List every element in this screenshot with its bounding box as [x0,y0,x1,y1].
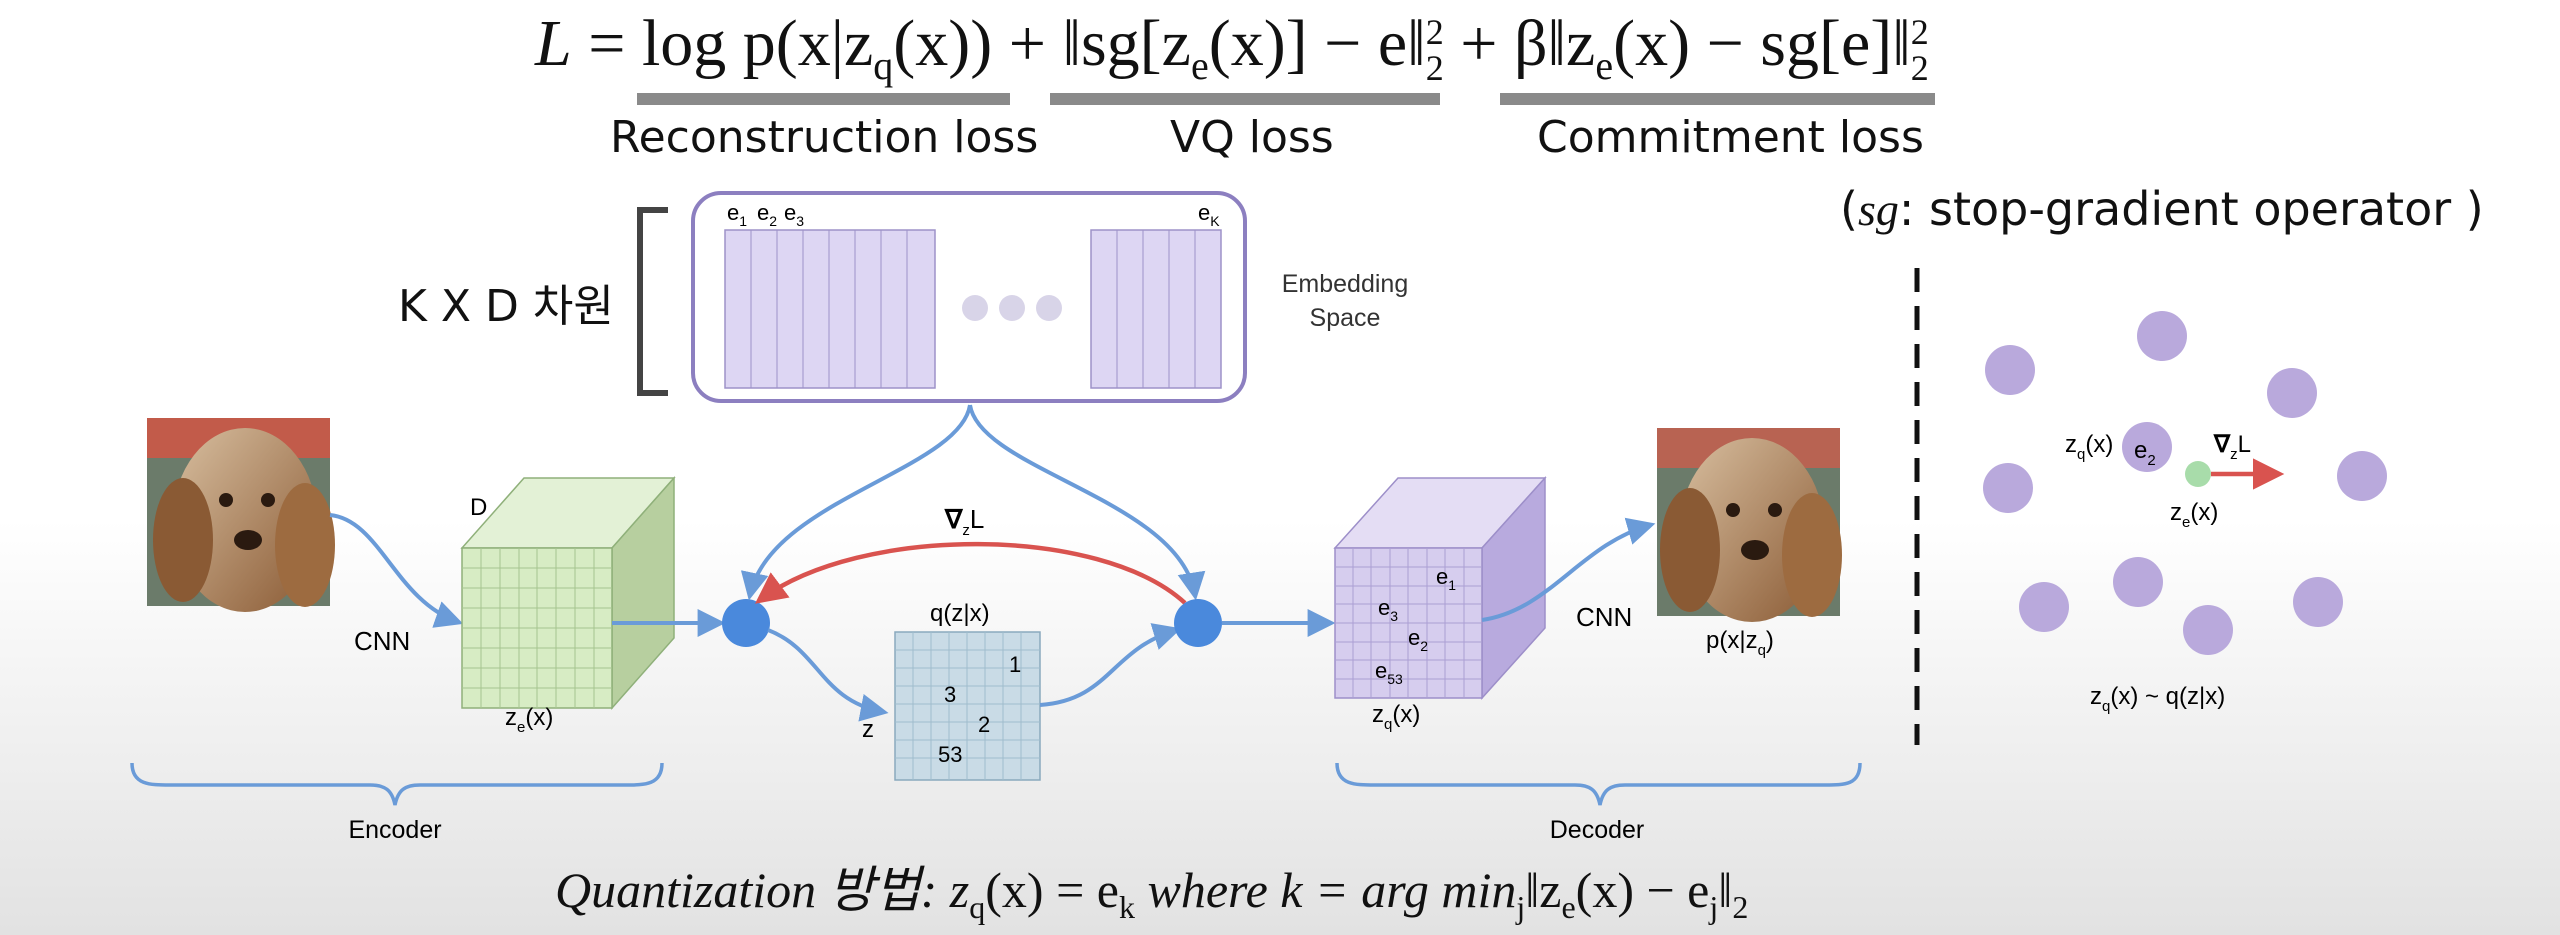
codebook-left-block [724,229,936,389]
decoder-brace [1335,762,1862,806]
formula-plus-2: + [1460,7,1498,80]
qgrid-to-node-arrow [1039,623,1182,707]
embedding-point [2137,311,2187,361]
encoder-D-label: D [470,494,487,521]
embedding-space-label-2: Space [1310,304,1381,332]
middle-z-label: z [862,716,874,743]
output-dog-image [1657,428,1842,622]
embedding-point [1985,345,2035,395]
embedding-point [2293,577,2343,627]
formula-reconstruction-term: log p(x|zq(x)) [641,7,993,89]
reconstruction-underline [637,93,1010,105]
encoder-brace [130,762,664,806]
codebook-e2-label: e2 [757,200,777,229]
straight-through-gradient-arrow [754,541,1187,605]
kxd-dimension-label: K X D 차원 [398,281,614,332]
embedding-point [2019,582,2069,632]
decoder-node [1174,599,1222,647]
embedding-to-left-node-arrow [740,404,972,601]
decoder-cube-e53: e53 [1375,658,1403,687]
encoder-cube [460,476,676,710]
input-dog-image [147,418,335,612]
ellipsis-dot-3 [1036,295,1062,321]
qzx-label: q(z|x) [930,600,990,627]
node-to-qgrid-arrow [767,628,889,722]
quantization-prefix: Quantization 방법: [555,862,950,918]
embedding-point [2337,451,2387,501]
right-ze-label: ze(x) [2170,499,2218,531]
ze-point [2185,461,2211,487]
encoder-brace-label: Encoder [348,816,441,844]
decoder-cube-e1: e1 [1436,564,1456,593]
formula-L: L [535,7,572,80]
embedding-to-right-node-arrow [968,404,1206,601]
formula-plus-1: + [1008,7,1046,80]
embedding-point [1983,463,2033,513]
qgrid-cell-3: 3 [944,682,956,707]
codebook-e3-label: e3 [784,200,804,229]
decoder-cube-e3: e3 [1378,595,1398,624]
vq-loss-label: VQ loss [1170,112,1334,163]
vq-underline [1050,93,1440,105]
right-e2-label: e2 [2134,437,2156,469]
qgrid-cell-1: 1 [1009,652,1021,677]
right-distribution-label: zq(x) ~ q(z|x) [2090,683,2225,715]
output-pxzq-label: p(x|zq) [1706,627,1774,659]
reconstruction-loss-label: Reconstruction loss [610,112,1039,163]
gradient-label: ∇zL [944,504,984,539]
right-zq-label: zq(x) [2065,431,2113,463]
embedding-point [2183,605,2233,655]
qgrid-cell-2: 2 [978,712,990,737]
commitment-underline [1500,93,1935,105]
decoder-cube-e2: e2 [1408,625,1428,654]
ellipsis-dot-1 [962,295,988,321]
codebook-right-block [1090,229,1222,389]
encoder-cnn-label: CNN [354,626,410,656]
embedding-point-e2 [2122,422,2172,472]
decoder-zq-label: zq(x) [1372,701,1420,733]
encoder-node [722,599,770,647]
codebook-ek-label: eK [1198,200,1220,229]
encoder-ze-label: ze(x) [505,704,553,736]
stop-gradient-note: (sg: stop-gradient operator ) [1840,182,2484,236]
kxd-bracket [637,207,668,396]
right-gradient-label: ∇zL [2213,431,2251,463]
decoder-cnn-label: CNN [1576,602,1632,632]
embedding-point [2113,557,2163,607]
embedding-point [2267,368,2317,418]
codebook-e1-label: e1 [727,200,747,229]
ellipsis-dot-2 [999,295,1025,321]
quantization-formula: Quantization 방법: zq(x) = ek where k = ar… [555,862,1749,925]
decoder-cube [1333,476,1547,700]
embedding-space-label-1: Embedding [1282,270,1408,298]
decoder-cnn-arrow [1481,517,1656,622]
formula-equals: = [588,7,626,80]
encoder-cnn-arrow [329,513,464,628]
qgrid-cell-53: 53 [938,742,962,767]
decoder-brace-label: Decoder [1550,816,1645,844]
quantized-index-grid [894,631,1041,781]
commitment-loss-label: Commitment loss [1537,112,1924,163]
